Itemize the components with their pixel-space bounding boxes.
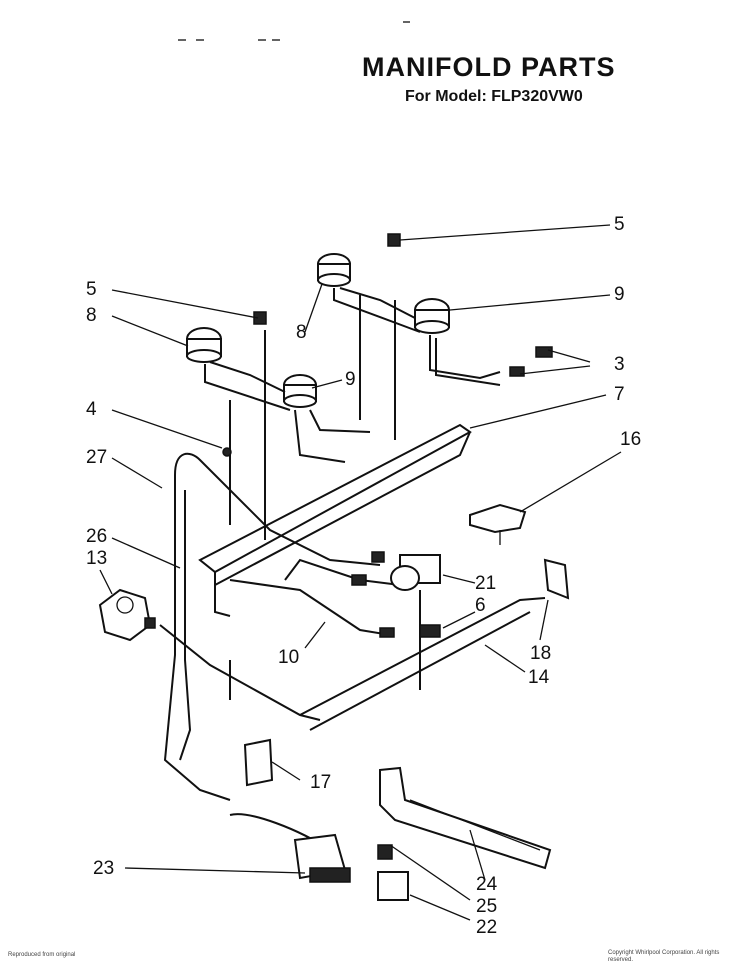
bracket-17 [243, 738, 274, 787]
footer-left-note: Reproduced from original [8, 952, 76, 958]
callout-18: 18 [530, 643, 552, 664]
valve-assembly [351, 551, 441, 638]
callout-8-left: 8 [86, 305, 97, 326]
front-burner-assembly [186, 311, 371, 540]
footer-copyright: Copyright Whirlpool Corporation. All rig… [608, 950, 720, 964]
callout-21: 21 [475, 573, 497, 594]
bracket-18 [543, 558, 570, 600]
callout-22: 22 [476, 917, 498, 938]
callout-23: 23 [93, 858, 115, 879]
callout-5-left: 5 [86, 279, 97, 300]
callout-26: 26 [86, 526, 108, 547]
callout-25: 25 [476, 896, 498, 917]
callout-16: 16 [620, 429, 642, 450]
manifold-bracket [198, 423, 472, 617]
pressure-regulator [98, 588, 156, 642]
callout-5-top: 5 [614, 214, 625, 235]
callout-8-mid: 8 [296, 322, 307, 343]
oven-burner [379, 766, 552, 870]
callout-14: 14 [528, 667, 550, 688]
callout-3: 3 [614, 354, 625, 375]
callout-10: 10 [278, 647, 300, 668]
callout-4: 4 [86, 399, 97, 420]
callout-9-right: 9 [614, 284, 625, 305]
callout-13: 13 [86, 548, 108, 569]
callout-9-mid: 9 [345, 369, 356, 390]
model-subtitle: For Model: FLP320VW0 [405, 88, 583, 105]
callout-27: 27 [86, 447, 108, 468]
callout-24: 24 [476, 874, 498, 895]
scan-marks [178, 21, 410, 41]
page-title: MANIFOLD PARTS [362, 52, 616, 82]
callout-17: 17 [310, 772, 332, 793]
fitting [469, 503, 527, 545]
callout-6: 6 [475, 595, 486, 616]
callout-7: 7 [614, 384, 625, 405]
igniter-assembly [293, 833, 409, 901]
rear-burner-assembly [317, 233, 553, 440]
leader-lines [99, 224, 622, 921]
